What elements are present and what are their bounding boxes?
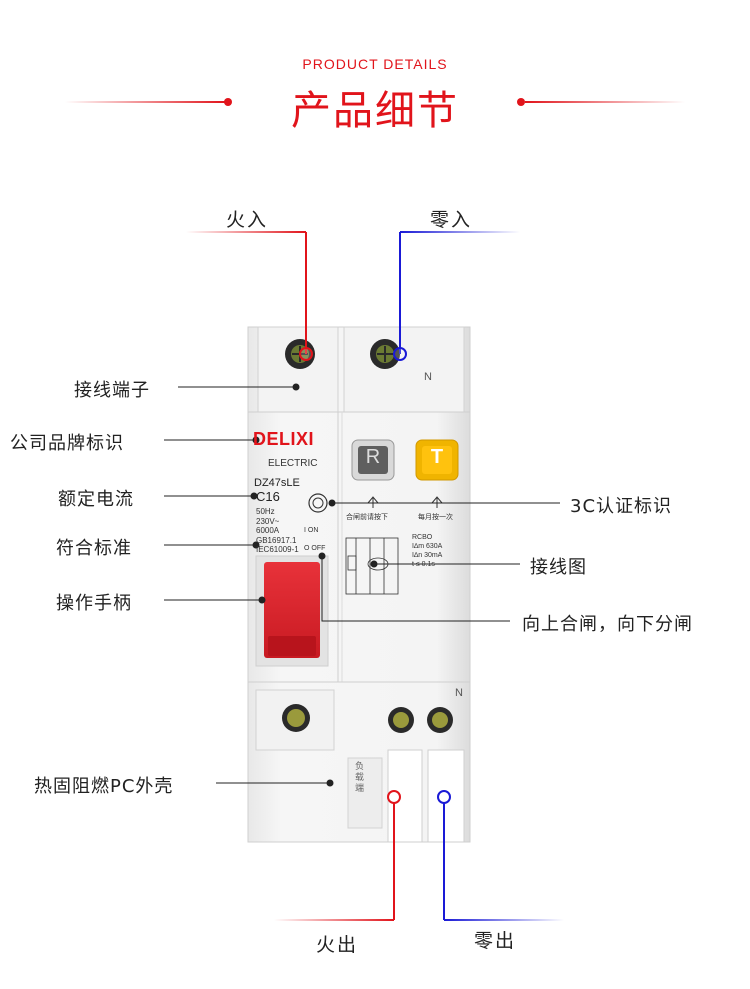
label-terminal: 接线端子: [74, 380, 150, 401]
rcbo-line: I∆m 630A: [412, 543, 443, 550]
rcbo-line: t ≤ 0.1s: [412, 561, 435, 568]
label-live-out: 火出: [316, 934, 359, 956]
rcbo-line: I∆n 30mA: [412, 552, 443, 559]
label-handle: 操作手柄: [56, 593, 132, 614]
label-neutral-out: 零出: [474, 930, 517, 952]
svg-text:N: N: [424, 371, 432, 383]
svg-text:N: N: [455, 687, 463, 699]
spec-line: GB16917.1: [256, 535, 297, 545]
test-button[interactable]: T: [430, 446, 444, 468]
off-text: O OFF: [304, 545, 326, 552]
label-switch-action: 向上合闸，向下分闸: [522, 614, 693, 635]
note-left: 合闸前请按下: [346, 513, 388, 521]
brand-logo: DELIXI: [253, 429, 315, 449]
label-rated-current: 额定电流: [58, 489, 134, 510]
note-right: 每月按一次: [418, 513, 453, 521]
label-standard: 符合标准: [56, 538, 132, 559]
header-en-title: PRODUCT DETAILS: [302, 56, 448, 72]
spec-line: 6000A: [256, 526, 280, 535]
label-neutral-in: 零入: [430, 209, 473, 231]
spec-line: IEC61009-1: [256, 545, 299, 554]
header-cn-title: 产品细节: [291, 88, 459, 134]
rcbo-line: RCBO: [412, 534, 433, 541]
on-text: I ON: [304, 527, 319, 534]
brand-sub: ELECTRIC: [268, 458, 318, 469]
spec-line: 50Hz: [256, 507, 275, 516]
label-housing: 热固阻燃PC外壳: [34, 776, 174, 797]
label-brand: 公司品牌标识: [10, 433, 124, 454]
rcbo-block: RCBO I∆m 630A I∆n 30mA t ≤ 0.1s: [412, 533, 442, 569]
spec-line: 230V~: [256, 516, 280, 526]
current-text: C16: [256, 489, 280, 504]
spec-list: 50Hz 230V~ 6000A GB16917.1 IEC61009-1: [256, 507, 299, 555]
label-ccc: 3C认证标识: [570, 496, 673, 517]
model-text: DZ47sLE: [254, 477, 300, 489]
label-live-in: 火入: [226, 209, 269, 231]
bottom-tab-text: 负载端: [355, 762, 365, 794]
reset-button[interactable]: R: [365, 446, 381, 468]
label-wiring: 接线图: [530, 557, 587, 578]
